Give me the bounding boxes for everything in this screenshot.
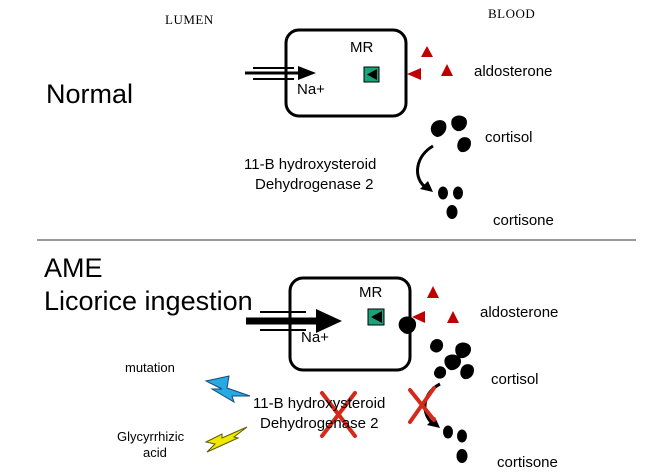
cortisol-label-normal: cortisol: [485, 129, 533, 146]
cortisone-label-normal: cortisone: [493, 212, 554, 229]
sodium-label-ame: Na+: [301, 329, 329, 346]
conversion-arrow-normal: [416, 144, 434, 192]
glycyrrhizic-label-line1: Glycyrrhizic: [117, 429, 185, 444]
mr-receptor-ame: [367, 308, 385, 326]
cortisone-label-ame: cortisone: [497, 454, 558, 471]
lumen-label: LUMEN: [165, 12, 214, 27]
mutation-bolt: [204, 375, 251, 404]
cortisol-molecules-ame: [430, 338, 474, 380]
cortisone-molecules-ame: [443, 425, 468, 463]
aldosterone-markers-normal: [407, 46, 453, 80]
sodium-arrow-normal: [245, 66, 316, 80]
mr-label-ame: MR: [359, 284, 383, 301]
normal-title: Normal: [46, 79, 134, 109]
blocked-x-arrow: [408, 386, 436, 424]
enzyme-line1-ame: 11-B hydroxysteroid: [253, 395, 386, 412]
mr-receptor-normal: [363, 66, 380, 83]
sodium-arrow-ame: [246, 309, 342, 333]
enzyme-line2-ame: Dehydrogenase 2: [260, 415, 379, 432]
cortisol-bound-ame: [398, 316, 417, 334]
cortisone-molecules-normal: [438, 186, 463, 219]
mutation-label: mutation: [125, 360, 175, 375]
enzyme-line1-normal: 11-B hydroxysteroid: [244, 156, 377, 173]
sodium-label-normal: Na+: [297, 81, 325, 98]
mr-label-normal: MR: [350, 39, 374, 56]
aldosterone-markers-ame: [412, 286, 459, 323]
ame-title: AME: [44, 253, 103, 283]
glycyrrhizic-label-line2: acid: [143, 445, 167, 460]
cortisol-label-ame: cortisol: [491, 371, 539, 388]
licorice-title: Licorice ingestion: [44, 286, 253, 316]
blocked-x-enzyme: [320, 391, 357, 438]
blood-label: BLOOD: [488, 6, 536, 21]
enzyme-line2-normal: Dehydrogenase 2: [255, 176, 374, 193]
glycyrrhizic-bolt: [204, 426, 248, 453]
aldosterone-label-ame: aldosterone: [480, 304, 559, 321]
aldosterone-label-normal: aldosterone: [474, 63, 553, 80]
cortisol-molecules-normal: [430, 115, 471, 153]
